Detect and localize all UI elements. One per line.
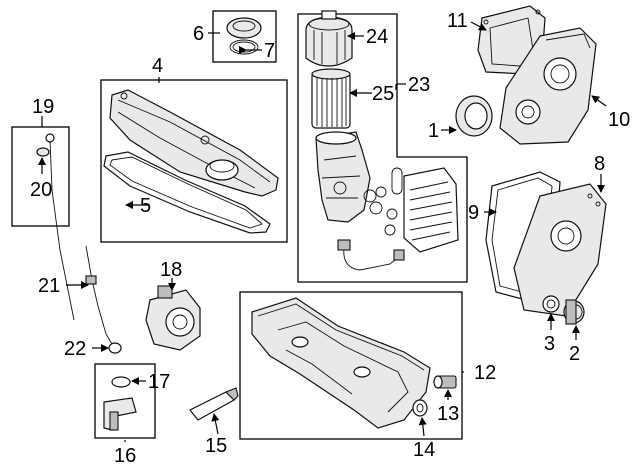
callout-10: 10 [608, 109, 630, 131]
box-valve-cover [100, 79, 288, 243]
callout-5: 5 [140, 195, 151, 217]
callout-3: 3 [544, 333, 555, 355]
callout-14: 14 [413, 439, 435, 461]
tube-o-ring [108, 342, 122, 354]
callout-12: 12 [474, 362, 496, 384]
callout-4: 4 [152, 55, 163, 77]
oil-filler-cap [226, 17, 262, 55]
valve-cover [109, 89, 279, 197]
oil-cooler [403, 167, 459, 253]
callout-20: 20 [30, 179, 52, 201]
oil-pan [251, 297, 431, 429]
box-oil-filler-cap [212, 10, 277, 63]
callout-labels: 6 7 4 5 24 25 23 1 11 10 8 9 2 3 12 13 1… [30, 10, 630, 467]
dipstick-seal [36, 147, 50, 157]
drain-washer [412, 399, 428, 417]
callout-17: 17 [148, 371, 170, 393]
callout-21: 21 [38, 275, 60, 297]
callout-1: 1 [428, 120, 439, 142]
callout-19: 19 [32, 96, 54, 118]
callout-11: 11 [447, 10, 468, 32]
callout-18: 18 [160, 259, 182, 281]
box-oil-filter-housing [297, 13, 468, 283]
box-dipstick-upper [11, 126, 70, 227]
box-oil-sensor [94, 363, 156, 439]
callout-9: 9 [468, 202, 479, 224]
oil-pump [145, 285, 201, 351]
dipstick-tube [85, 245, 113, 345]
small-seal [542, 295, 560, 313]
callout-25: 25 [372, 83, 394, 105]
valve-cover-gasket [103, 151, 271, 234]
cover-plug [563, 299, 585, 325]
callout-24: 24 [366, 26, 388, 48]
oil-filter-housing [315, 131, 371, 223]
callout-13: 13 [437, 403, 459, 425]
callout-6: 6 [193, 23, 204, 45]
callout-23: 23 [408, 74, 430, 96]
box-oil-pan [239, 291, 463, 440]
callout-7: 7 [264, 40, 275, 62]
callout-15: 15 [205, 435, 227, 457]
timing-cover [499, 27, 597, 145]
oil-level-sensor [103, 376, 137, 431]
cooler-seals [363, 167, 403, 236]
callout-8: 8 [594, 153, 605, 175]
oil-filter-cap [305, 10, 353, 67]
callout-16: 16 [114, 445, 136, 467]
callout-2: 2 [569, 343, 580, 365]
callout-22: 22 [64, 338, 86, 360]
leader-lines [38, 21, 607, 442]
front-seal [455, 95, 493, 137]
rear-cover [513, 183, 607, 317]
oil-line [337, 239, 405, 271]
sealant-tube [189, 387, 239, 421]
drain-plug [433, 375, 457, 389]
oil-filter-element [311, 68, 351, 129]
